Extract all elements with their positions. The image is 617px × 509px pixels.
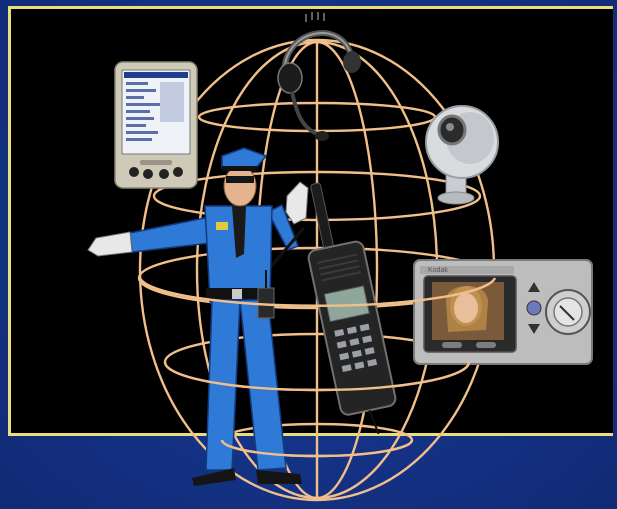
webcam-icon bbox=[426, 106, 498, 204]
pda-icon bbox=[115, 62, 197, 188]
police-officer-icon bbox=[88, 148, 308, 486]
digital-camera-icon: Kodak bbox=[414, 260, 592, 364]
camera-brand-text: Kodak bbox=[428, 267, 448, 274]
